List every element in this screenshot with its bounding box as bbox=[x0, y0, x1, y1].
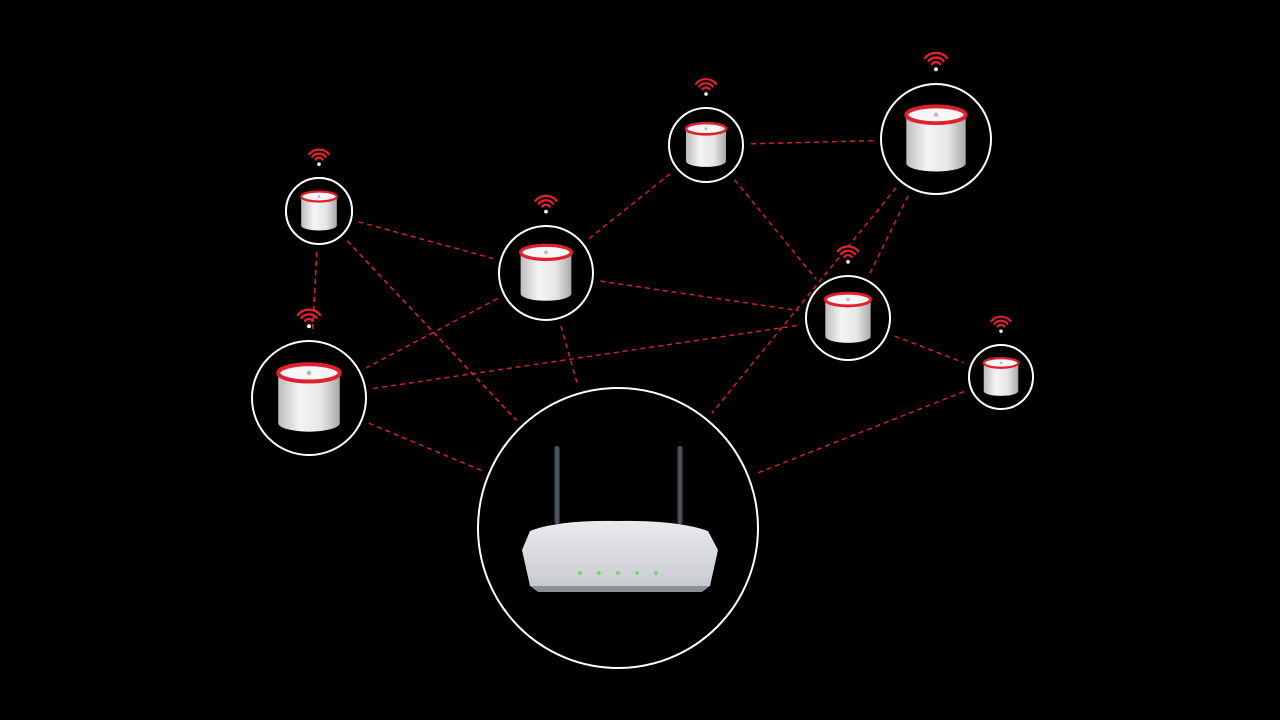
mesh-node-n5[interactable] bbox=[668, 77, 744, 183]
router-layer bbox=[477, 387, 759, 669]
mesh-link-n2-n6 bbox=[600, 280, 799, 312]
mesh-node-n6[interactable] bbox=[805, 245, 891, 361]
mesh-node-n3[interactable] bbox=[251, 308, 367, 456]
mesh-link-n6-n7 bbox=[869, 195, 909, 274]
mesh-node-icon bbox=[904, 104, 968, 172]
wifi-icon bbox=[534, 194, 558, 214]
router-node[interactable] bbox=[477, 387, 759, 669]
mesh-link-n5-n6 bbox=[734, 179, 817, 280]
status-led bbox=[578, 571, 582, 575]
mesh-node-n4[interactable] bbox=[285, 148, 353, 245]
mesh-link-n7-router bbox=[711, 187, 897, 414]
mesh-link-n2-router bbox=[560, 325, 579, 386]
mesh-link-n6-n8 bbox=[894, 335, 964, 364]
wifi-icon bbox=[296, 308, 322, 329]
wifi-icon bbox=[990, 315, 1012, 333]
antenna bbox=[677, 446, 683, 524]
mesh-link-n2-n3 bbox=[366, 298, 498, 369]
mesh-node-icon bbox=[276, 362, 342, 432]
mesh-link-n8-router bbox=[755, 391, 965, 475]
status-led bbox=[616, 571, 620, 575]
mesh-node-n2[interactable] bbox=[498, 194, 594, 321]
wifi-icon bbox=[836, 245, 860, 264]
router-icon bbox=[522, 446, 718, 592]
mesh-link-n5-n7 bbox=[750, 139, 874, 145]
mesh-node-icon bbox=[300, 190, 338, 231]
mesh-link-n3-n6 bbox=[373, 324, 799, 390]
mesh-node-icon bbox=[823, 291, 873, 343]
nodes-layer bbox=[251, 51, 1034, 456]
mesh-node-n8[interactable] bbox=[968, 315, 1034, 410]
status-led bbox=[635, 571, 639, 575]
status-led bbox=[654, 571, 658, 575]
mesh-link-n4-router bbox=[346, 240, 517, 421]
status-led bbox=[597, 571, 601, 575]
mesh-link-n1-n2 bbox=[358, 221, 494, 260]
mesh-node-icon bbox=[982, 356, 1020, 396]
wifi-icon bbox=[308, 148, 330, 166]
mesh-link-n3-router bbox=[368, 422, 482, 472]
wifi-icon bbox=[694, 77, 718, 96]
mesh-link-n2-n5 bbox=[588, 172, 672, 240]
antenna bbox=[554, 446, 560, 524]
mesh-node-icon bbox=[518, 243, 574, 301]
mesh-node-n7[interactable] bbox=[880, 51, 992, 195]
links-layer bbox=[311, 139, 965, 475]
mesh-node-icon bbox=[684, 121, 728, 167]
wifi-icon bbox=[923, 51, 949, 72]
